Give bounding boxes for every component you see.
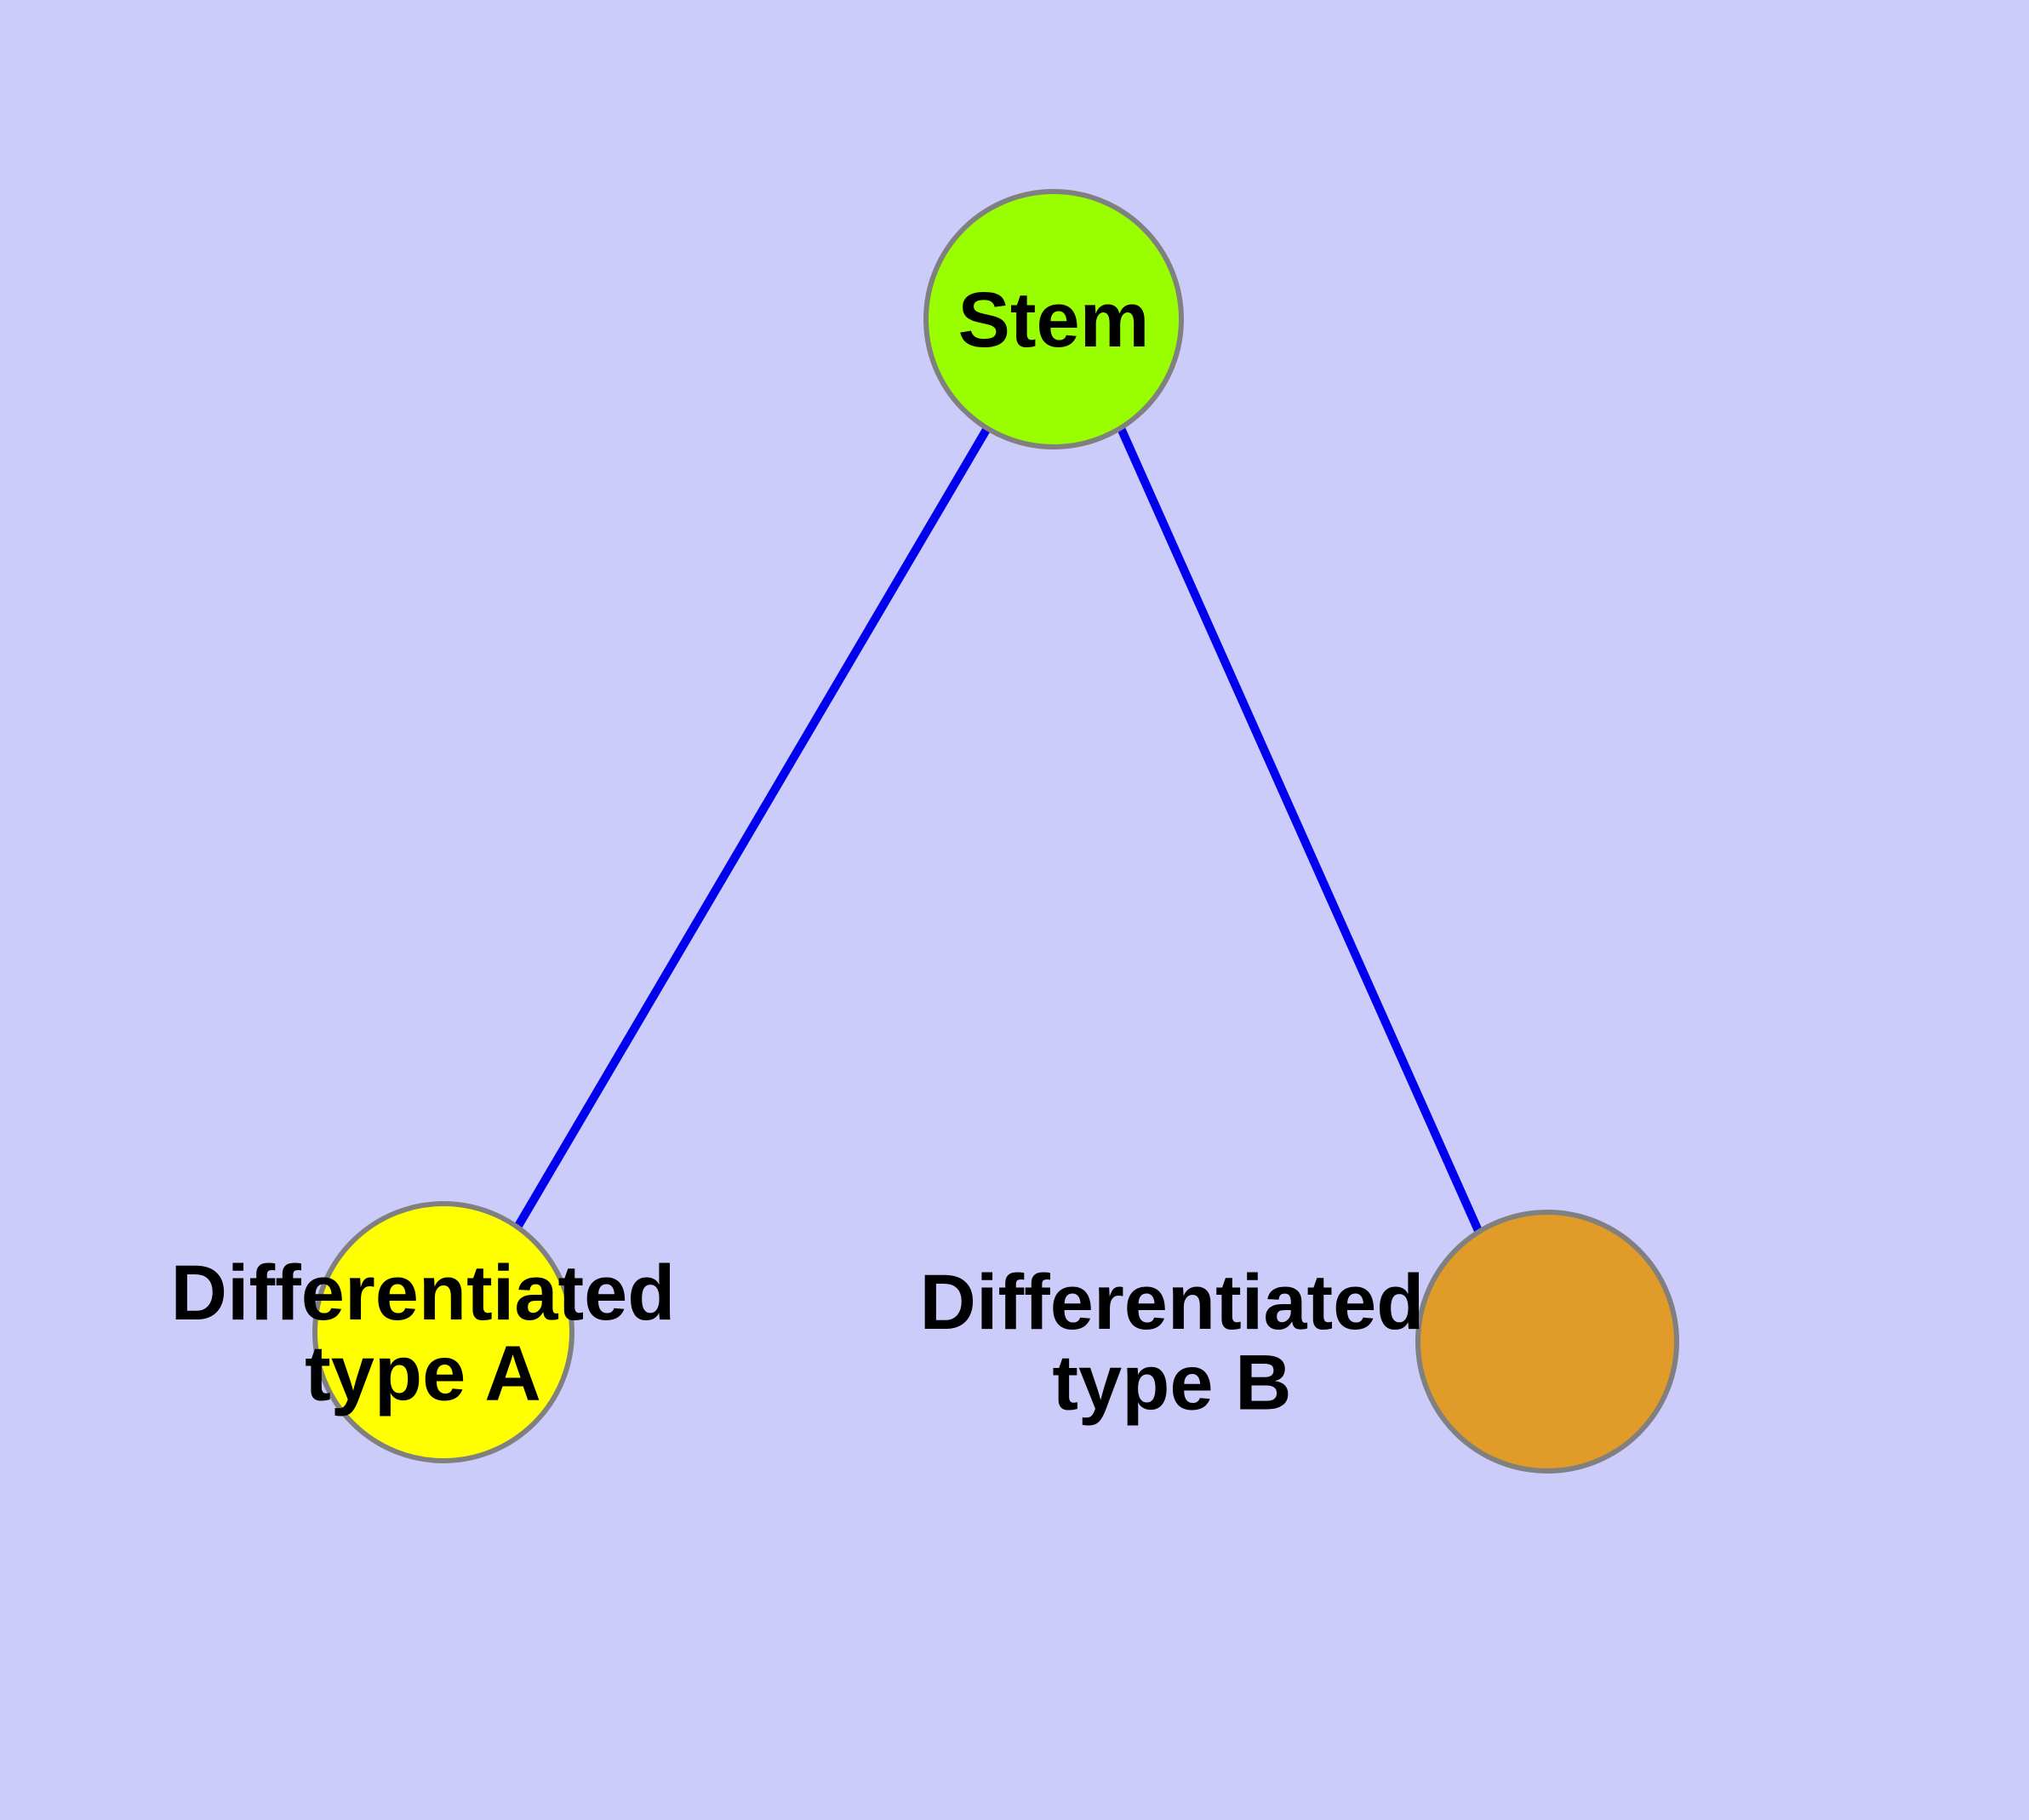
node-label-stem: Stem (958, 277, 1150, 363)
node-label-line: type B (1052, 1340, 1291, 1427)
node-differentiated-type-a[interactable] (312, 1201, 574, 1463)
edges-group (514, 426, 1483, 1235)
node-label-line: Differentiated (920, 1259, 1425, 1346)
nodes-group (312, 189, 1679, 1474)
node-label-line: type A (305, 1331, 541, 1417)
edge-stem-to-type-b[interactable] (1117, 426, 1483, 1235)
edge-stem-to-type-a[interactable] (514, 426, 992, 1228)
node-label-line: Stem (958, 277, 1150, 363)
node-label-line: Differentiated (171, 1250, 676, 1336)
node-stem[interactable] (923, 189, 1184, 449)
node-differentiated-type-b[interactable] (1415, 1210, 1679, 1474)
